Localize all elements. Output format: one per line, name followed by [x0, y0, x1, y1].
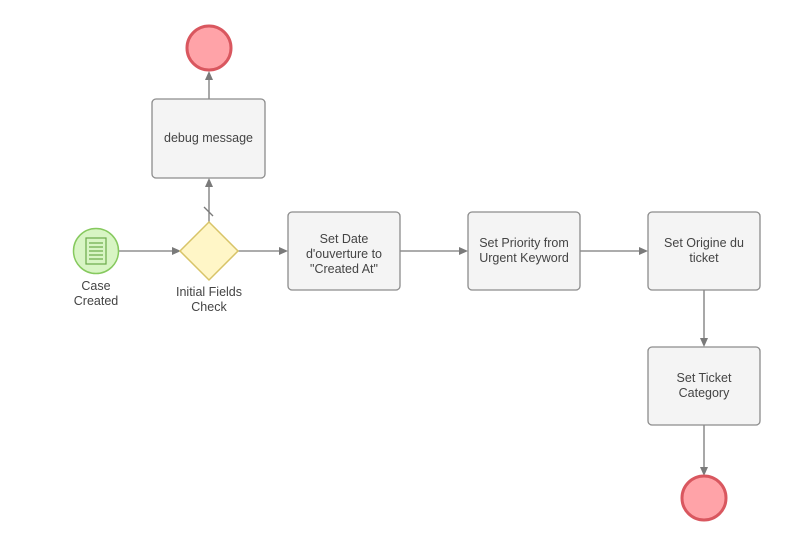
start-event-label: Case Created: [73, 279, 119, 308]
arrow-set-priority-to-set-origine: [639, 247, 648, 255]
end-event-bottom[interactable]: [680, 474, 728, 522]
task-debug-message[interactable]: [151, 98, 266, 179]
gateway-label: Initial Fields Check: [176, 285, 242, 314]
end-event-top[interactable]: [185, 24, 233, 72]
task-set-category-label: Set Ticket Category: [676, 371, 732, 400]
document-icon: [85, 237, 107, 265]
arrow-gateway-to-set-date: [279, 247, 288, 255]
arrow-set-origine-to-set-category: [700, 338, 708, 347]
default-flow-marker: [203, 206, 214, 217]
connectors: [119, 71, 708, 476]
task-set-date-label: Set Date d'ouverture to "Created At": [305, 231, 383, 276]
task-set-category[interactable]: [647, 346, 761, 426]
arrow-set-date-to-set-priority: [459, 247, 468, 255]
gateway-initial-fields-check[interactable]: [178, 220, 240, 282]
task-set-priority-label: Set Priority from Urgent Keyword: [479, 236, 569, 265]
arrow-debug-to-end: [205, 71, 213, 80]
task-set-date[interactable]: [287, 211, 401, 291]
arrow-set-category-to-end: [700, 467, 708, 476]
arrow-start-to-gateway: [172, 247, 181, 255]
task-set-origine[interactable]: [647, 211, 761, 291]
arrow-gateway-to-debug: [205, 178, 213, 187]
task-debug-message-label: debug message: [164, 131, 253, 145]
task-set-priority[interactable]: [467, 211, 581, 291]
task-set-origine-label: Set Origine du ticket: [664, 236, 744, 265]
